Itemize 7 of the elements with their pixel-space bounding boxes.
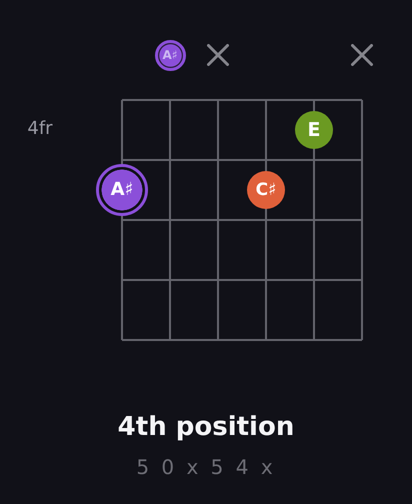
- note-dot: C♯: [247, 171, 285, 209]
- note-dot: E: [295, 111, 333, 149]
- fret-label: 4fr: [27, 118, 53, 139]
- position-title: 4th position: [118, 412, 294, 442]
- root-note-dot: A♯: [96, 164, 148, 216]
- open-note-marker: A♯: [154, 40, 186, 70]
- fingering-text: 5 0 x 5 4 x: [136, 455, 276, 479]
